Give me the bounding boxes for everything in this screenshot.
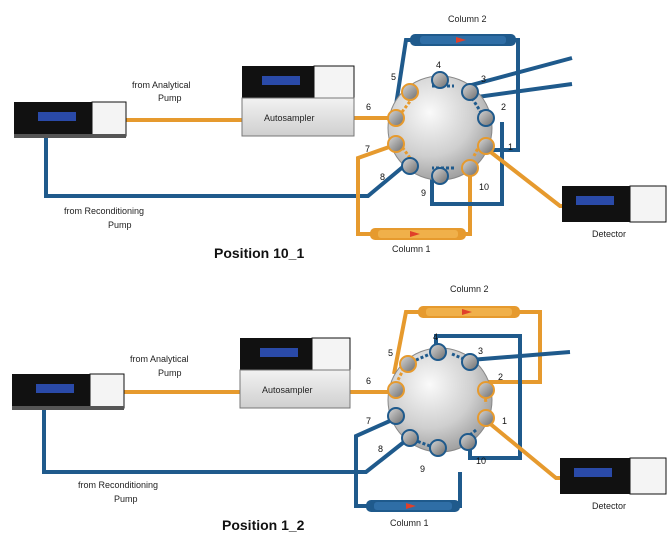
autosampler	[239, 337, 351, 409]
svg-text:7: 7	[365, 144, 370, 154]
svg-text:5: 5	[388, 348, 393, 358]
valve-ports	[387, 343, 495, 457]
column-2-label: Column 2	[448, 14, 487, 24]
from-reconditioning-label: from Reconditioning	[78, 480, 158, 490]
svg-text:10: 10	[479, 182, 489, 192]
valve-ports	[387, 71, 495, 185]
panel-position-1-2: Column 2 Column 1	[12, 284, 667, 533]
svg-text:1: 1	[502, 416, 507, 426]
detector-line	[486, 420, 562, 480]
column-1	[370, 228, 466, 240]
detector-line	[486, 148, 566, 208]
column1-loop	[354, 418, 462, 508]
svg-text:3: 3	[478, 346, 483, 356]
column-1-label: Column 1	[392, 244, 431, 254]
from-analytical-label: from Analytical	[132, 80, 191, 90]
svg-text:10: 10	[476, 456, 486, 466]
from-reconditioning-label-2: Pump	[108, 220, 132, 230]
from-analytical-label-2: Pump	[158, 93, 182, 103]
svg-text:5: 5	[391, 72, 396, 82]
panel-position-10-1: Column 2 Column 1	[14, 14, 667, 261]
column-2	[410, 34, 516, 46]
from-reconditioning-label: from Reconditioning	[64, 206, 144, 216]
svg-text:9: 9	[420, 464, 425, 474]
detector	[562, 185, 667, 223]
svg-text:6: 6	[366, 376, 371, 386]
from-analytical-label-2: Pump	[158, 368, 182, 378]
column2-loop	[392, 310, 542, 384]
port-numbers: 1 2 3 4 5 6 7 8 9 10	[366, 332, 507, 474]
analytical-pump	[14, 101, 127, 138]
svg-text:8: 8	[380, 172, 385, 182]
port4-loop	[434, 334, 522, 460]
from-analytical-label: from Analytical	[130, 354, 189, 364]
svg-text:1: 1	[508, 142, 513, 152]
autosampler	[241, 65, 355, 137]
column-2	[418, 306, 520, 318]
svg-text:7: 7	[366, 416, 371, 426]
column2-loop	[392, 38, 520, 152]
column1-loop	[356, 144, 472, 236]
column-1-label: Column 1	[390, 518, 429, 528]
svg-text:4: 4	[436, 60, 441, 70]
reconditioning-line	[44, 134, 406, 198]
detector-label: Detector	[592, 229, 626, 239]
port-numbers: 1 2 3 4 5 6 7 8 9 10	[365, 60, 513, 198]
autosampler-label: Autosampler	[264, 113, 315, 123]
svg-text:9: 9	[421, 188, 426, 198]
position-title: Position 10_1	[214, 245, 304, 261]
reconditioning-line	[42, 408, 406, 474]
svg-text:4: 4	[433, 332, 438, 342]
position-title: Position 1_2	[222, 517, 305, 533]
detector-label: Detector	[592, 501, 626, 511]
svg-text:6: 6	[366, 102, 371, 112]
svg-text:3: 3	[481, 74, 486, 84]
svg-text:2: 2	[498, 372, 503, 382]
column-1	[366, 500, 460, 512]
svg-text:2: 2	[501, 102, 506, 112]
svg-text:8: 8	[378, 444, 383, 454]
detector	[560, 457, 667, 495]
port3-line	[469, 82, 573, 100]
autosampler-label: Autosampler	[262, 385, 313, 395]
from-reconditioning-label-2: Pump	[114, 494, 138, 504]
column-2-label: Column 2	[450, 284, 489, 294]
analytical-pump	[12, 373, 125, 410]
